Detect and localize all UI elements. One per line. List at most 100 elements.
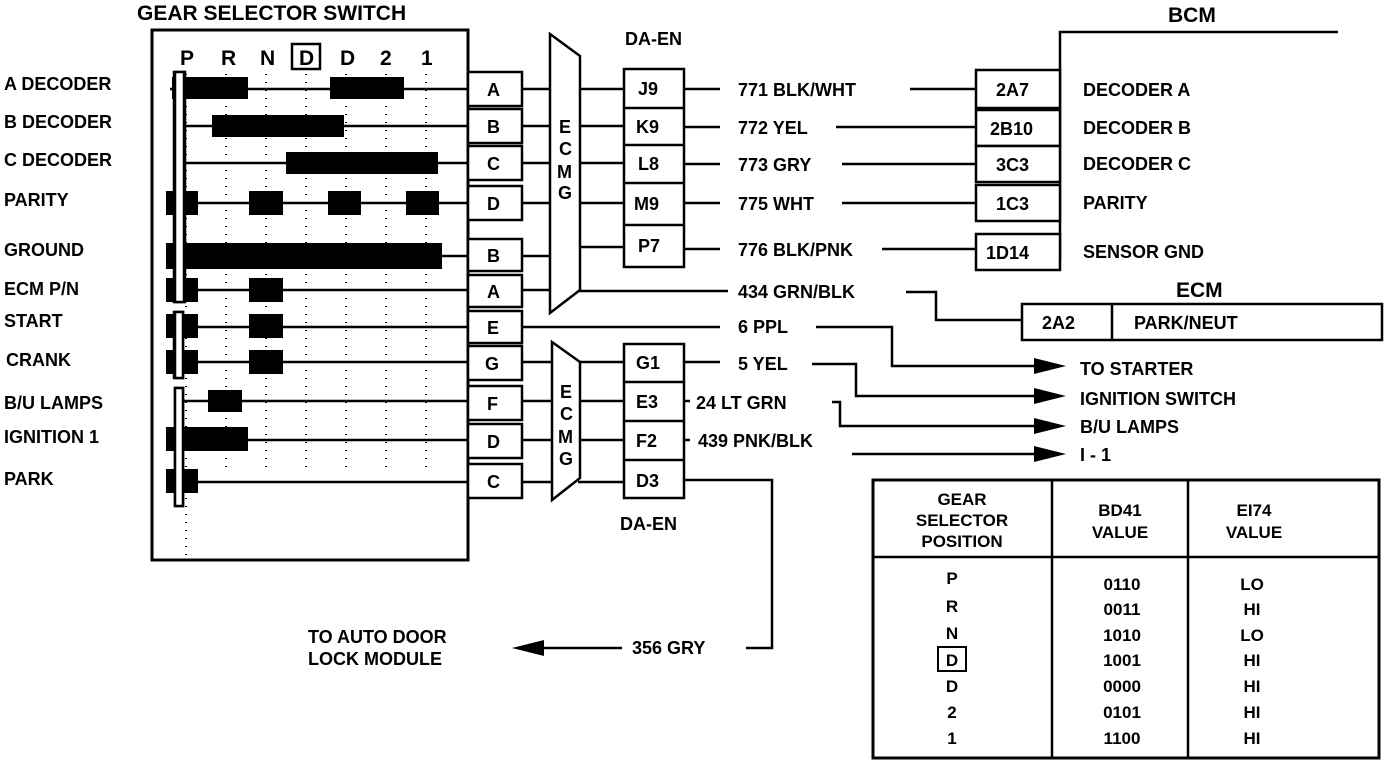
table-cell: D [946, 651, 958, 670]
contact-bar [172, 77, 248, 99]
ecmg-letter: G [558, 183, 572, 203]
table-outline [871, 478, 1381, 760]
bcm-pins: 2A7 2B10 3C3 1C3 1D14 [974, 68, 1062, 272]
switch-pin-label: C [487, 472, 500, 492]
ecmg-connector-top [548, 31, 582, 316]
bcm-circuit-label: DECODER A [1083, 80, 1190, 100]
da-en-pin-label: J9 [638, 79, 658, 99]
row-label: START [4, 311, 63, 331]
row-label: CRANK [6, 350, 71, 370]
switch-row-lines [170, 87, 474, 484]
ecmg-letter: M [558, 427, 573, 447]
bcm-outline [1058, 30, 1338, 260]
table-cell: 2 [947, 703, 956, 722]
da-en-pin-label: L8 [638, 154, 659, 174]
arrow-icon [1034, 446, 1066, 462]
auto-door-label: LOCK MODULE [308, 649, 442, 669]
destination-labels: TO STARTER IGNITION SWITCH B/U LAMPS I -… [1080, 359, 1236, 465]
table-cell: HI [1244, 703, 1261, 722]
switch-pin-label: E [487, 318, 499, 338]
arrow-icon [512, 640, 544, 656]
common-bus-overlay [173, 310, 185, 380]
row-label: B/U LAMPS [4, 393, 103, 413]
contact-bar [249, 314, 283, 338]
switch-outline [150, 28, 470, 562]
table-cell: P [946, 569, 957, 588]
table-cell: N [946, 624, 958, 643]
table-cell: HI [1244, 600, 1261, 619]
ecmg-label-top: E C M G [557, 117, 572, 203]
switch-pin-label: B [487, 246, 500, 266]
da-en-connector-top [622, 67, 686, 269]
contact-bar [212, 115, 344, 137]
arrow-icon [1034, 388, 1066, 404]
common-bus-overlay [173, 70, 186, 304]
contact-bar [166, 243, 442, 269]
auto-door-label: TO AUTO DOOR [308, 627, 447, 647]
contact-bar [249, 191, 283, 215]
switch-pin-label: D [487, 432, 500, 452]
bcm-circuit-label: PARITY [1083, 193, 1148, 213]
bcm-pin-label: 2A7 [996, 80, 1029, 100]
da-en-pin-label: M9 [634, 194, 659, 214]
ecmg-letter: E [560, 382, 572, 402]
wire-label: 773 GRY [738, 155, 811, 175]
da-en-pins-bottom: G1 E3 F2 D3 [624, 353, 684, 491]
table-cell: HI [1244, 677, 1261, 696]
table-cell: LO [1240, 575, 1264, 594]
destination-label: TO STARTER [1080, 359, 1193, 379]
wire-label: 775 WHT [738, 194, 814, 214]
wire-label: 434 GRN/BLK [738, 282, 855, 302]
row-label: IGNITION 1 [4, 427, 99, 447]
table-cell: HI [1244, 651, 1261, 670]
table-header: GEAR [937, 490, 986, 509]
table-cell: LO [1240, 626, 1264, 645]
wire-356-route [684, 478, 774, 650]
table-header: VALUE [1092, 523, 1148, 542]
switch-pin-label: F [487, 394, 498, 414]
switch-pin-label: A [487, 282, 500, 302]
table-cell: 0101 [1103, 703, 1141, 722]
ecm-circuit-label: PARK/NEUT [1134, 313, 1238, 333]
common-bus-overlay [173, 386, 185, 508]
arrow-icon [1034, 418, 1066, 434]
wire-label: 6 PPL [738, 317, 788, 337]
table-cell: 1100 [1104, 729, 1141, 748]
table-cell: 1 [947, 729, 956, 748]
contact-bar [406, 191, 439, 215]
ecm-connector [1020, 302, 1384, 342]
row-labels: A DECODER B DECODER C DECODER PARITY GRO… [4, 74, 112, 489]
ecmg-letter: C [560, 404, 573, 424]
row-label: GROUND [4, 240, 84, 260]
ecm-pin-label: 2A2 [1042, 313, 1075, 333]
contact-bar [249, 350, 283, 374]
da-en-label-bottom: DA-EN [620, 514, 677, 534]
table-cell: 1001 [1103, 651, 1141, 670]
table-cell: D [946, 677, 958, 696]
ecmg-letter: G [559, 449, 573, 469]
table-header: BD41 [1098, 501, 1141, 520]
bcm-wire-labels: 771 BLK/WHT 772 YEL 773 GRY 775 WHT 776 … [738, 80, 856, 260]
drive-position-box [290, 42, 322, 71]
row-label: A DECODER [4, 74, 111, 94]
table-cell: HI [1244, 729, 1261, 748]
wire-label: 439 PNK/BLK [698, 431, 813, 451]
position-label: P [180, 47, 194, 70]
bcm-pin-label: 3C3 [996, 155, 1029, 175]
bcm-wires [684, 87, 976, 251]
destination-label: B/U LAMPS [1080, 417, 1179, 437]
wire-24-to-bu-lamps [832, 400, 1040, 428]
bcm-pin-label: 1D14 [986, 243, 1029, 263]
contact-bars [166, 77, 442, 493]
contact-bar [330, 77, 404, 99]
ecmg-connector-bottom [550, 339, 582, 503]
ecmg-label-bottom: E C M G [558, 382, 573, 469]
row-label: PARK [4, 469, 54, 489]
table-cell: 0000 [1103, 677, 1141, 696]
da-en-pin-label: K9 [636, 117, 659, 137]
da-en-label-top: DA-EN [625, 29, 682, 49]
row-label: PARITY [4, 190, 69, 210]
destination-label: IGNITION SWITCH [1080, 389, 1236, 409]
wire-label: 771 BLK/WHT [738, 80, 856, 100]
bcm-pin-label: 1C3 [996, 194, 1029, 214]
